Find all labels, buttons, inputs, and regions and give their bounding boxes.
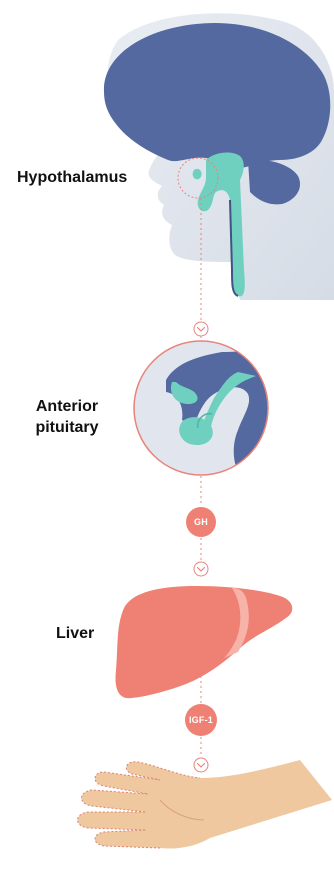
chevron-down-circle-icon (194, 562, 208, 576)
pituitary-magnified-icon (134, 341, 276, 476)
liver-icon (116, 586, 293, 698)
label-hypothalamus: Hypothalamus (17, 167, 127, 188)
badge-igf-1: IGF-1 (185, 704, 217, 736)
label-anterior-pituitary: Anterior pituitary (20, 396, 114, 438)
chevron-down-circle-icon (194, 758, 208, 772)
badge-gh: GH (186, 507, 216, 537)
chevron-down-circle-icon (194, 322, 208, 336)
label-liver: Liver (56, 623, 94, 644)
hand-icon (78, 760, 333, 849)
